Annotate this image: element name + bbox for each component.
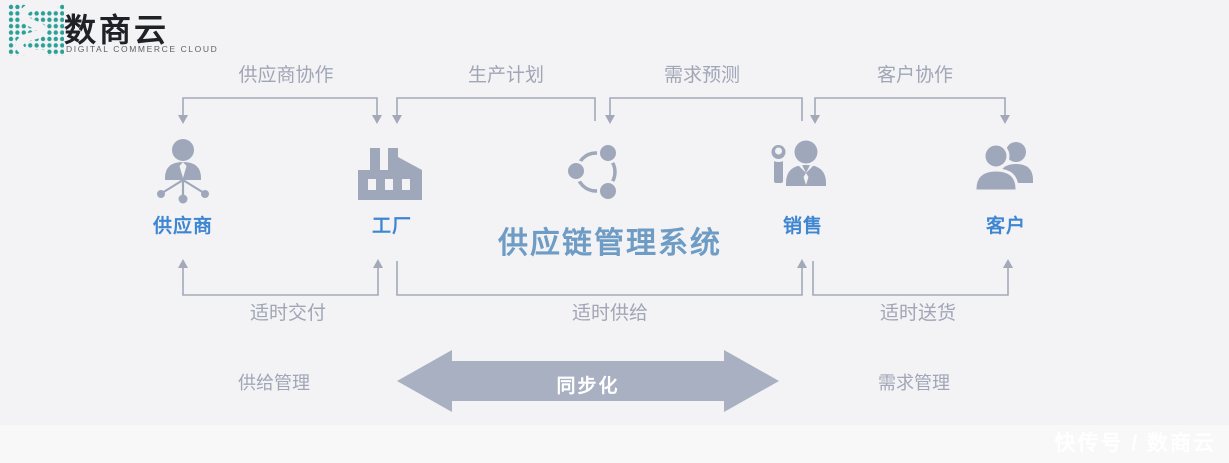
flow-label-production-planning: 生产计划 xyxy=(467,65,545,86)
watermark-text: 快传号 / 数商云 xyxy=(1054,432,1216,455)
bracket-timely-delivery xyxy=(178,259,383,296)
flow-label-supplier-collaboration: 供应商协作 xyxy=(238,65,334,86)
bracket-timely-supply xyxy=(396,259,807,296)
share-network-icon xyxy=(563,140,629,209)
flow-label-timely-supply: 适时供给 xyxy=(571,303,649,324)
brand-name: 数商云 xyxy=(64,12,170,48)
label-demand-management: 需求管理 xyxy=(878,373,950,393)
bracket-customer-collaboration xyxy=(810,97,1010,124)
synchronization-arrow xyxy=(397,350,779,412)
brand-subtitle: DIGITAL COMMERCE CLOUD xyxy=(66,44,219,54)
entity-label-factory: 工厂 xyxy=(371,216,413,237)
logo-dots-icon xyxy=(8,4,64,57)
flow-label-customer-collaboration: 客户协作 xyxy=(876,65,954,86)
flow-label-timely-shipping: 适时送货 xyxy=(879,303,957,324)
label-supply-management: 供给管理 xyxy=(238,373,310,393)
salesperson-icon xyxy=(766,137,834,208)
entity-label-sales: 销售 xyxy=(782,216,824,237)
customers-icon xyxy=(969,138,1037,207)
entity-label-supplier: 供应商 xyxy=(152,216,214,237)
system-title: 供应链管理系统 xyxy=(498,227,722,260)
entity-label-customer: 客户 xyxy=(985,216,1027,237)
supplier-network-icon xyxy=(151,137,215,210)
brand-logo: 数商云 DIGITAL COMMERCE CLOUD xyxy=(8,3,238,59)
label-synchronization: 同步化 xyxy=(556,376,620,397)
bracket-production-planning xyxy=(392,97,596,124)
bracket-demand-forecast xyxy=(605,97,803,124)
flow-label-demand-forecast: 需求预测 xyxy=(663,65,741,86)
bracket-timely-shipping xyxy=(812,259,1013,296)
flow-label-timely-delivery: 适时交付 xyxy=(249,303,327,324)
watermark-band xyxy=(0,425,1229,463)
factory-icon xyxy=(356,144,424,207)
bracket-supplier-collaboration xyxy=(178,97,382,124)
